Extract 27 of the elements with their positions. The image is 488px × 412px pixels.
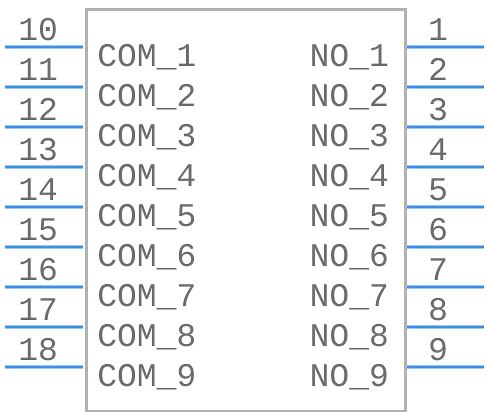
pin-name: NO_3: [312, 124, 387, 150]
pin-name: COM_7: [99, 284, 194, 310]
pin-number: 17: [20, 298, 56, 320]
pin-name: NO_5: [312, 204, 387, 230]
pin-name: COM_8: [99, 324, 194, 350]
pin-number: 18: [20, 338, 56, 360]
pin-number: 16: [20, 258, 56, 280]
pin-name: COM_4: [99, 164, 195, 190]
pin-name: NO_1: [312, 44, 388, 70]
pin-number: 15: [20, 218, 56, 240]
pin-number: 14: [20, 178, 56, 200]
pin-name: COM_9: [99, 364, 194, 390]
pin-name: COM_6: [99, 244, 194, 270]
pin-name: NO_4: [312, 164, 388, 190]
pin-name: COM_3: [99, 124, 194, 150]
pin-number: 12: [20, 98, 56, 120]
pin-name: NO_8: [312, 324, 387, 350]
pin-name: NO_2: [312, 84, 386, 110]
pin-name: NO_6: [312, 244, 387, 270]
pin-name: COM_5: [99, 204, 194, 230]
pin-number: 10: [20, 18, 56, 40]
pin-name: NO_9: [312, 364, 386, 390]
pin-number: 13: [20, 138, 56, 160]
pin-number: 11: [20, 58, 56, 80]
pin-name: NO_7: [312, 284, 386, 310]
pin-name: COM_2: [99, 84, 194, 110]
pin-name: COM_1: [99, 44, 195, 70]
